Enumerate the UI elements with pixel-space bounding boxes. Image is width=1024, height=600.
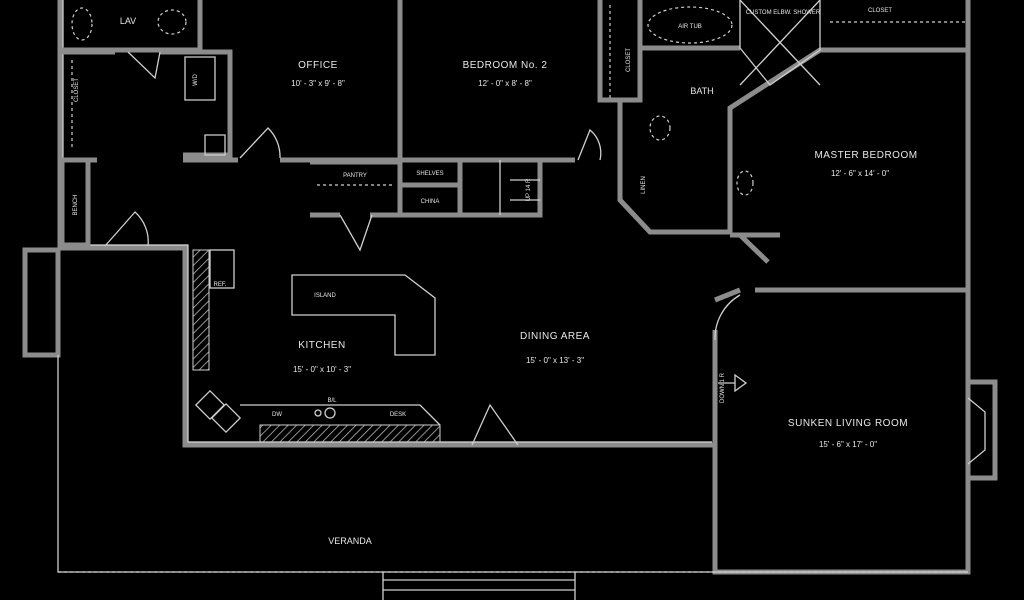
- label-linen: LINEN: [641, 176, 647, 194]
- label-kitchen-dims: 15' - 0" x 10' - 3": [293, 365, 351, 374]
- label-bench: BENCH: [73, 194, 79, 215]
- down-arrow-icon: [718, 373, 748, 393]
- fixtures: [71, 6, 754, 443]
- label-kitchen: KITCHEN: [298, 340, 345, 351]
- label-closet-bed2: CLOSET: [626, 48, 632, 72]
- label-bath: BATH: [690, 86, 713, 96]
- label-closet-left: CLOSET: [74, 78, 80, 102]
- room-labels: LAV CLOSET BENCH W/D OFFICE 10' - 3" x 9…: [73, 8, 917, 546]
- label-shelves: SHELVES: [416, 171, 443, 177]
- label-stairs: UP 14 R: [526, 178, 532, 201]
- label-bedroom2-dims: 12' - 0" x 8' - 8": [478, 79, 532, 88]
- interior-walls: [59, 0, 968, 445]
- label-master-dims: 12' - 6" x 14' - 0": [831, 169, 889, 178]
- label-dining: DINING AREA: [520, 331, 590, 342]
- label-down: DOWN 1 R: [720, 372, 726, 403]
- label-dw: DW: [272, 412, 282, 418]
- label-island: ISLAND: [314, 293, 336, 299]
- label-bedroom2: BEDROOM No. 2: [463, 60, 548, 71]
- label-closet-master: CLOSET: [868, 8, 892, 14]
- label-master: MASTER BEDROOM: [814, 150, 917, 161]
- label-veranda: VERANDA: [328, 536, 372, 546]
- label-desk: DESK: [390, 412, 406, 418]
- label-air-tub: AIR TUB: [678, 24, 702, 30]
- label-china: CHINA: [421, 199, 440, 205]
- label-office: OFFICE: [298, 60, 338, 71]
- label-pantry: PANTRY: [343, 173, 367, 179]
- label-lav: LAV: [120, 16, 136, 26]
- label-office-dims: 10' - 3" x 9' - 8": [291, 79, 345, 88]
- label-shower: CUSTOM ELBW. SHOWER: [746, 10, 821, 16]
- label-dining-dims: 15' - 0" x 13' - 3": [526, 356, 584, 365]
- label-living: SUNKEN LIVING ROOM: [788, 418, 908, 429]
- label-ref: REF.: [213, 282, 226, 288]
- label-bar: B/L: [327, 398, 337, 404]
- veranda-outline: [57, 355, 968, 600]
- label-wd: W/D: [193, 74, 199, 86]
- label-living-dims: 15' - 6" x 17' - 0": [819, 440, 877, 449]
- door-swings: [104, 51, 741, 446]
